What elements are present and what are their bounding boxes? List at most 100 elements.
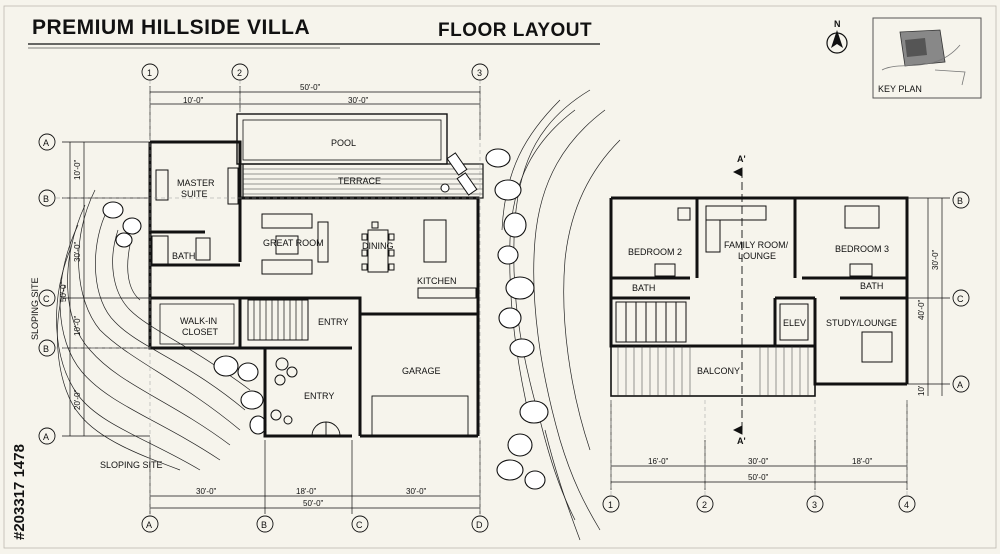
upper-grid-bubbles (602, 191, 970, 513)
terrace-decking (242, 163, 484, 199)
section-cut-line (732, 167, 743, 435)
grid-left-4: B (43, 344, 49, 354)
tub-icon (151, 235, 169, 265)
section-mark-bottom: A' (737, 436, 746, 446)
upper-grid-right-a: A (957, 380, 963, 390)
entry-plants-icon (270, 357, 298, 425)
upper-bath-right-label: BATH (860, 281, 883, 291)
boulders-right (485, 148, 549, 490)
grid-left-3: C (43, 294, 50, 304)
great-room-label: GREAT ROOM (263, 238, 324, 248)
grid-top-1: 1 (147, 68, 152, 78)
upper-dim-right-1: 40'-0" (917, 299, 926, 320)
bedroom3-label: BEDROOM 3 (835, 244, 889, 254)
ground-dim-left-3: 10'-0" (73, 315, 82, 336)
walkin-closet-label-2: CLOSET (182, 327, 219, 337)
grid-left-1: A (43, 138, 49, 148)
master-wardrobe (227, 167, 239, 205)
family-room-label-1: FAMILY ROOM/ (724, 240, 789, 250)
ground-dim-bottom-b: 18'-0" (296, 487, 317, 496)
upper-dim-right-small: 10' (917, 385, 926, 396)
bath-label: BATH (172, 251, 195, 261)
grid-bottom-a: A (146, 520, 152, 530)
upper-grid-bottom-1: 1 (608, 500, 613, 510)
upper-dim-bottom-total: 50'-0" (748, 473, 769, 482)
grid-top-2: 2 (237, 68, 242, 78)
key-plan-label: KEY PLAN (878, 84, 922, 94)
upper-grid-bottom-4: 4 (904, 500, 909, 510)
pool-inner (242, 119, 442, 161)
sheet-border (3, 5, 997, 549)
entry-small-label: ENTRY (318, 317, 348, 327)
upper-grid-lines (610, 400, 908, 500)
sloping-site-vertical-label: SLOPING SITE (30, 277, 40, 340)
ground-dim-top-left: 10'-0" (183, 96, 204, 105)
closet-shelving (159, 303, 235, 345)
upper-grid-right-c: C (957, 294, 964, 304)
upper-furniture (615, 205, 893, 363)
site-contours-left (56, 189, 251, 471)
upper-dim-bottom-c: 18'-0" (852, 457, 873, 466)
north-arrow-icon: N (826, 19, 848, 54)
sheet-subtitle: FLOOR LAYOUT (438, 20, 593, 41)
upper-floor-walls (609, 196, 909, 386)
bedroom2-label: BEDROOM 2 (628, 247, 682, 257)
site-contours-right (501, 89, 621, 541)
grid-bottom-c: C (356, 520, 363, 530)
key-plan: KEY PLAN (872, 17, 982, 99)
walkin-closet-label-1: WALK-IN (180, 316, 217, 326)
upper-dim-bottom-a: 16'-0" (648, 457, 669, 466)
ground-stairs (247, 299, 309, 341)
ground-dim-bottom-c: 30'-0" (406, 487, 427, 496)
garage-door (371, 395, 469, 437)
garage-label: GARAGE (402, 366, 441, 376)
north-label: N (834, 19, 841, 29)
elev-label: ELEV (783, 318, 806, 328)
terrace-label: TERRACE (338, 176, 381, 186)
ground-dim-bottom-a: 30'-0" (196, 487, 217, 496)
family-room-label-2: LOUNGE (738, 251, 776, 261)
ground-dim-top-total: 50'-0" (300, 83, 321, 92)
ground-dim-left-2: 30'-0" (73, 241, 82, 262)
grid-left-5: A (43, 432, 49, 442)
upper-grid-bottom-2: 2 (702, 500, 707, 510)
study-lounge-label: STUDY/LOUNGE (826, 318, 897, 328)
grid-top-3: 3 (477, 68, 482, 78)
great-room-sofa-icon (261, 213, 329, 275)
upper-grid-bottom-3: 3 (812, 500, 817, 510)
balcony-label: BALCONY (697, 366, 740, 376)
sloping-site-label: SLOPING SITE (100, 460, 163, 470)
ground-dim-top-right: 30'-0" (348, 96, 369, 105)
grid-bottom-b: B (261, 520, 267, 530)
ground-dim-bottom-total: 50'-0" (303, 499, 324, 508)
upper-dim-right-2: 30'-0" (931, 249, 940, 270)
section-mark-top: A' (737, 154, 746, 164)
kitchen-island (423, 219, 447, 263)
grid-left-2: B (43, 194, 49, 204)
ground-grid-lines (56, 80, 481, 520)
dining-table-icon (361, 221, 395, 273)
kitchen-counter (417, 287, 477, 299)
pool-label: POOL (331, 138, 356, 148)
ground-grid-bubbles (38, 63, 489, 533)
sheet-title: PREMIUM HILLSIDE VILLA (32, 16, 311, 39)
upper-grid-right-b: B (957, 196, 963, 206)
vanity-icon (195, 237, 211, 261)
watermark-id: #203317 1478 (11, 444, 28, 540)
grid-bottom-d: D (476, 520, 483, 530)
entry-doors (311, 421, 341, 437)
upper-bath-left-label: BATH (632, 283, 655, 293)
ground-dim-left-4: 20'-0" (73, 389, 82, 410)
lounge-chairs-icon (440, 152, 478, 196)
kitchen-label: KITCHEN (417, 276, 457, 286)
ground-dim-left-total: 50'-0" (59, 281, 68, 302)
master-suite-label-2: SUITE (181, 189, 208, 199)
dining-label: DINING (362, 241, 394, 251)
master-suite-label-1: MASTER (177, 178, 215, 188)
upper-dim-bottom-b: 30'-0" (748, 457, 769, 466)
balcony-decking (610, 345, 816, 397)
ground-dim-left-1: 10'-0" (73, 159, 82, 180)
master-bed (155, 169, 169, 201)
